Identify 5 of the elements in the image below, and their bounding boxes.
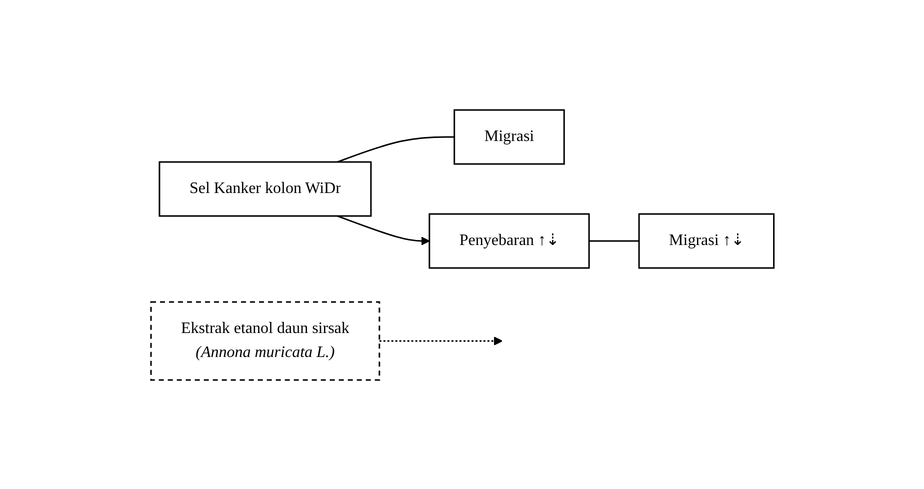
node-box: Penyebaran ↑⇣ — [428, 212, 590, 268]
node-box: Sel Kanker kolon WiDr — [158, 160, 372, 216]
node-box: Ekstrak etanol daun sirsak (Annona muricata L.) — [150, 300, 380, 380]
node-box: Migrasi — [453, 108, 564, 164]
node-box: Migrasi ↑⇣ — [638, 212, 774, 268]
